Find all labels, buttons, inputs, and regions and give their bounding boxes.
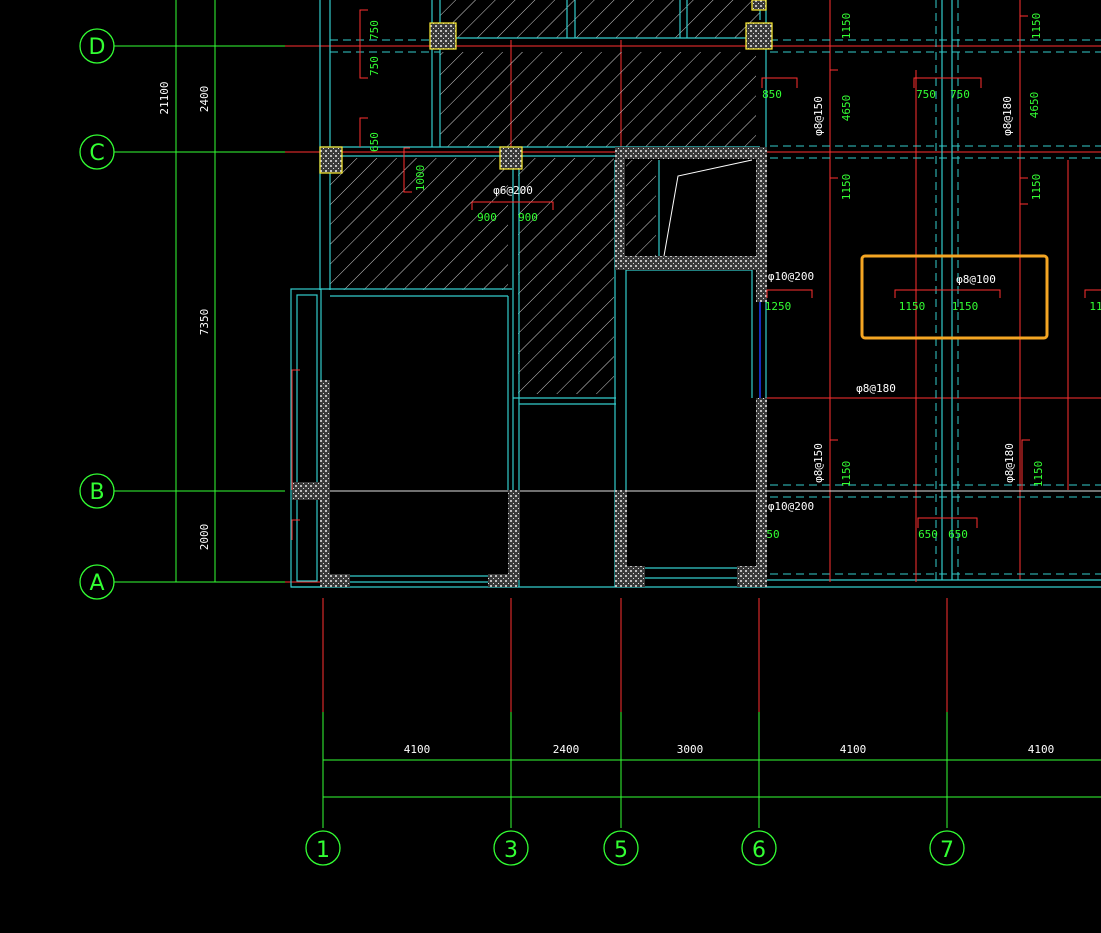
- dim-650-bot-a: 650: [918, 528, 938, 541]
- hdim-6-7: 4100: [840, 743, 867, 756]
- dimension-texts: 750 750 650 1000 900 900 850 4650 1150 1…: [368, 13, 1101, 541]
- dim-seg-dc: 2400: [198, 86, 211, 113]
- rebar-phi10-200-top: φ10@200: [768, 270, 814, 283]
- rebar-phi6-200: φ6@200: [493, 184, 533, 197]
- dim-1150-bot-b: 1150: [1032, 461, 1045, 488]
- rebar-phi8-180-mid: φ8@180: [856, 382, 896, 395]
- hatched-slabs: [330, 0, 760, 394]
- dim-750-top-b: 750: [950, 88, 970, 101]
- hdim-5-6: 3000: [677, 743, 704, 756]
- dim-750-top-a: 750: [916, 88, 936, 101]
- dim-900b: 900: [518, 211, 538, 224]
- dim-1150-mid-b: 1150: [1030, 174, 1043, 201]
- grid-row-c-label: C: [89, 141, 104, 166]
- dim-1150-top-a: 1150: [840, 13, 853, 40]
- grid-row-b-label: B: [89, 480, 104, 505]
- horizontal-dimension-texts: 4100 2400 3000 4100 4100: [404, 743, 1055, 756]
- opening-outline: [663, 159, 753, 257]
- dim-1150-highlight-a: 1150: [899, 300, 926, 313]
- dim-11-edge: 11: [1089, 300, 1101, 313]
- columns: [319, 0, 773, 174]
- rebar-phi8-180-top: φ8@180: [1001, 96, 1014, 136]
- grid-column-axes: 1 3 5 6 7: [305, 830, 965, 866]
- grid-row-a-label: A: [89, 571, 104, 596]
- dim-4650b: 4650: [1028, 92, 1041, 119]
- dim-1000: 1000: [414, 165, 427, 192]
- grid-col-6-label: 6: [752, 838, 766, 863]
- rebar-phi10-200-bottom: φ10@200: [768, 500, 814, 513]
- grid-col-5: 5: [603, 830, 639, 866]
- shear-walls: [292, 147, 767, 587]
- grid-col-1-label: 1: [316, 838, 330, 863]
- hdim-7-next: 4100: [1028, 743, 1055, 756]
- dashed-slab-edges: [330, 0, 1101, 580]
- dim-4650a: 4650: [840, 95, 853, 122]
- grid-col-5-label: 5: [614, 838, 628, 863]
- rebar-phi8-150-bottom: φ8@150: [812, 443, 825, 483]
- dim-1250: 1250: [765, 300, 792, 313]
- rebar-phi8-180-bottom: φ8@180: [1003, 443, 1016, 483]
- grid-row-d-label: D: [89, 35, 106, 60]
- dim-650-bot-b: 650: [948, 528, 968, 541]
- dim-overall: 21100: [158, 81, 171, 114]
- grid-col-6: 6: [741, 830, 777, 866]
- dim-900a: 900: [477, 211, 497, 224]
- dim-1150-highlight-b: 1150: [952, 300, 979, 313]
- dim-1150-bot-a: 1150: [840, 461, 853, 488]
- dim-750b: 750: [368, 56, 381, 76]
- grid-col-3-label: 3: [504, 838, 518, 863]
- dim-1150-top-b: 1150: [1030, 13, 1043, 40]
- rebar-phi8-150-top: φ8@150: [812, 96, 825, 136]
- hdim-1-3: 4100: [404, 743, 431, 756]
- dim-seg-cb: 7350: [198, 309, 211, 336]
- hdim-3-5: 2400: [553, 743, 580, 756]
- horizontal-dimension-chain: [322, 712, 1101, 828]
- grid-col-3: 3: [493, 830, 529, 866]
- grid-row-axes: D C B A: [79, 28, 285, 600]
- grid-col-1: 1: [305, 830, 341, 866]
- dim-1150-mid-a: 1150: [840, 174, 853, 201]
- dim-50-partial: 50: [766, 528, 779, 541]
- grid-col-7-label: 7: [940, 838, 954, 863]
- rebar-annotations: φ6@200 φ10@200 φ10@200 φ8@180 φ8@150 φ8@…: [493, 96, 1016, 513]
- highlight-box[interactable]: [860, 254, 1049, 340]
- dim-750a: 750: [368, 20, 381, 40]
- grid-row-c: C: [79, 134, 285, 170]
- vertical-dimension-chains: [170, 0, 222, 583]
- dim-850: 850: [762, 88, 782, 101]
- dim-seg-ba: 2000: [198, 524, 211, 551]
- grid-col-7: 7: [929, 830, 965, 866]
- dim-650-left: 650: [368, 132, 381, 152]
- rebar-brackets: [291, 9, 1101, 540]
- rebar-phi8-100-highlight: φ8@100: [956, 273, 996, 286]
